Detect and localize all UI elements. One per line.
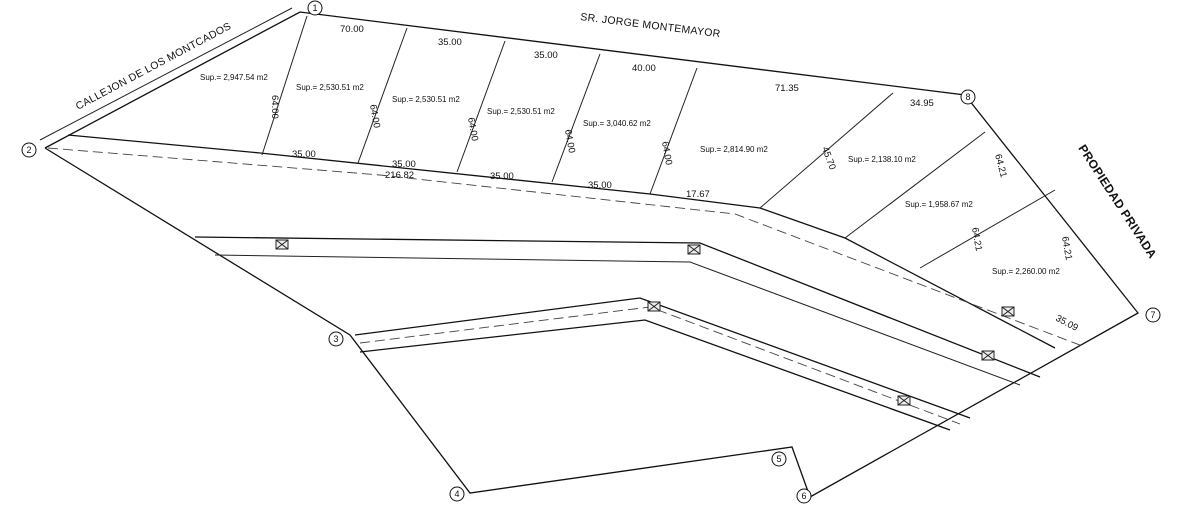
lot-back-dim: 35.00 [490,171,514,182]
vertex-marker: 7 [1145,307,1161,323]
road-length-dim: 216.82 [385,170,414,181]
vertex-marker: 6 [796,488,812,504]
lower-road-centerline [359,306,961,425]
lot-area-label: Sup.= 2,260.00 m2 [992,267,1060,276]
west-road-label: CALLEJON DE LOS MONTCADOS [74,20,234,112]
boundary-line [44,11,1139,498]
lot-front-dim: 40.00 [632,63,656,74]
lot-depth-dim: 64.21 [992,153,1009,179]
lower-road-edge-2 [359,319,951,431]
vertex-marker: 1 [307,0,323,16]
lot-front-dim: 35.00 [438,37,462,48]
svg-text:6: 6 [801,491,806,501]
svg-text:2: 2 [26,145,31,155]
lot-area-label: Sup.= 3,040.62 m2 [583,119,651,128]
road-centerline [47,147,1086,348]
road-north-edge [67,134,1056,349]
lot-area-label: Sup.= 2,530.51 m2 [392,95,460,104]
svg-text:1: 1 [312,3,317,13]
lot-depth-dim: 64.00 [465,117,480,142]
lot-divider [456,40,506,173]
lot-divider [844,131,986,239]
lot-depth-dim: 64.21 [969,227,984,252]
vertex-marker: 3 [328,331,344,347]
lot-front-dim: 70.00 [340,24,364,35]
lot-divider [759,92,894,209]
lot-depth-dim: 64.00 [562,129,577,154]
vertex-marker: 4 [449,486,465,502]
boundary-line-west-double [39,7,293,141]
lot-depth-dim: 64.00 [659,141,674,166]
lot-depth-dim: 64.21 [1059,236,1074,261]
lot-area-label: Sup.= 2,138.10 m2 [848,155,916,164]
lot-depth-dim: 64.00 [367,104,382,129]
north-road-label: SR. JORGE MONTEMAYOR [580,11,722,40]
lot-depth-dim: 45.70 [819,145,837,171]
lot-back-dim: 35.00 [588,180,612,191]
lot-back-dim: 35.09 [1054,313,1080,334]
lot-area-label: Sup.= 2,947.54 m2 [200,73,268,82]
svg-text:7: 7 [1150,310,1155,320]
road-south-edge [194,236,1041,378]
svg-text:8: 8 [965,92,970,102]
vertex-marker: 8 [960,89,976,105]
lot-back-dim: 35.00 [392,159,416,170]
lot-area-label: Sup.= 2,530.51 m2 [487,107,555,116]
vertex-marker: 5 [771,451,787,467]
svg-text:3: 3 [333,334,338,344]
lot-front-dim: 34.95 [910,98,934,109]
lot-divider [919,189,1056,269]
lot-area-label: Sup.= 2,814.90 m2 [700,145,768,154]
lot-front-dim: 35.00 [534,50,558,61]
lot-front-dim: 71.35 [775,83,799,94]
vertex-marker: 2 [21,142,37,158]
lot-back-dim: 35.00 [292,149,316,160]
svg-text:5: 5 [776,454,781,464]
lot-divider [649,67,698,195]
east-boundary-label: PROPIEDAD PRIVADA [1075,142,1159,261]
lot-divider [357,27,408,164]
lot-divider [261,15,308,156]
svg-text:4: 4 [454,489,459,499]
lot-divider [551,53,601,183]
lot-depth-dim: 64.00 [269,95,280,119]
lot-back-dim: 17.67 [686,189,710,200]
lot-area-label: Sup.= 1,958.67 m2 [905,200,973,209]
lower-road-edge-1 [354,297,971,419]
road-south-inner [214,254,1021,386]
lot-area-label: Sup.= 2,530.51 m2 [296,83,364,92]
